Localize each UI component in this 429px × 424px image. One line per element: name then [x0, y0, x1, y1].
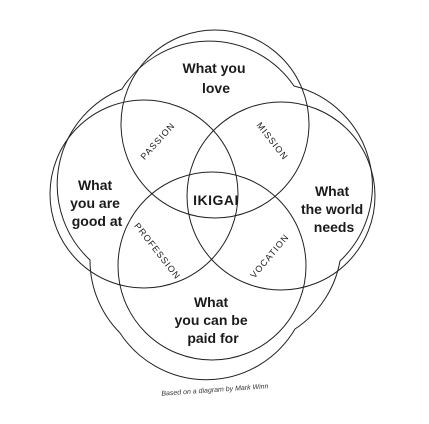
- label-world-needs-line-2: the world: [301, 201, 363, 217]
- label-what-you-are-good-at: What you are good at: [70, 177, 124, 229]
- circle-what-you-can-be-paid-for: [117, 171, 307, 361]
- label-good-at-line-2: you are: [70, 195, 120, 211]
- label-profession: PROFESSION: [132, 221, 182, 282]
- label-vocation: VOCATION: [248, 232, 291, 280]
- label-what-you-love: What you love: [183, 60, 250, 96]
- label-what-the-world-needs: What the world needs: [301, 183, 367, 235]
- label-ikigai: IKIGAI: [193, 192, 239, 208]
- label-paid-for-line-3: paid for: [187, 330, 239, 346]
- label-world-needs-line-3: needs: [314, 219, 355, 235]
- label-what-you-love-line-2: love: [202, 80, 230, 96]
- label-paid-for-line-2: you can be: [174, 312, 247, 328]
- label-good-at-line-1: What: [78, 177, 113, 193]
- label-paid-for-line-1: What: [194, 294, 229, 310]
- circle-what-you-love: [120, 29, 310, 219]
- label-world-needs-line-1: What: [315, 183, 350, 199]
- outer-scalloped-outline: [56, 40, 373, 381]
- circle-what-you-are-good-at: [49, 99, 239, 289]
- circle-what-the-world-needs: [186, 101, 376, 291]
- label-mission: MISSION: [255, 120, 291, 162]
- label-what-you-can-be-paid-for: What you can be paid for: [174, 294, 251, 346]
- label-passion: PASSION: [139, 120, 177, 161]
- credit-line: Based on a diagram by Mark Winn: [161, 383, 269, 397]
- label-what-you-love-line-1: What you: [183, 60, 246, 76]
- label-good-at-line-3: good at: [72, 213, 123, 229]
